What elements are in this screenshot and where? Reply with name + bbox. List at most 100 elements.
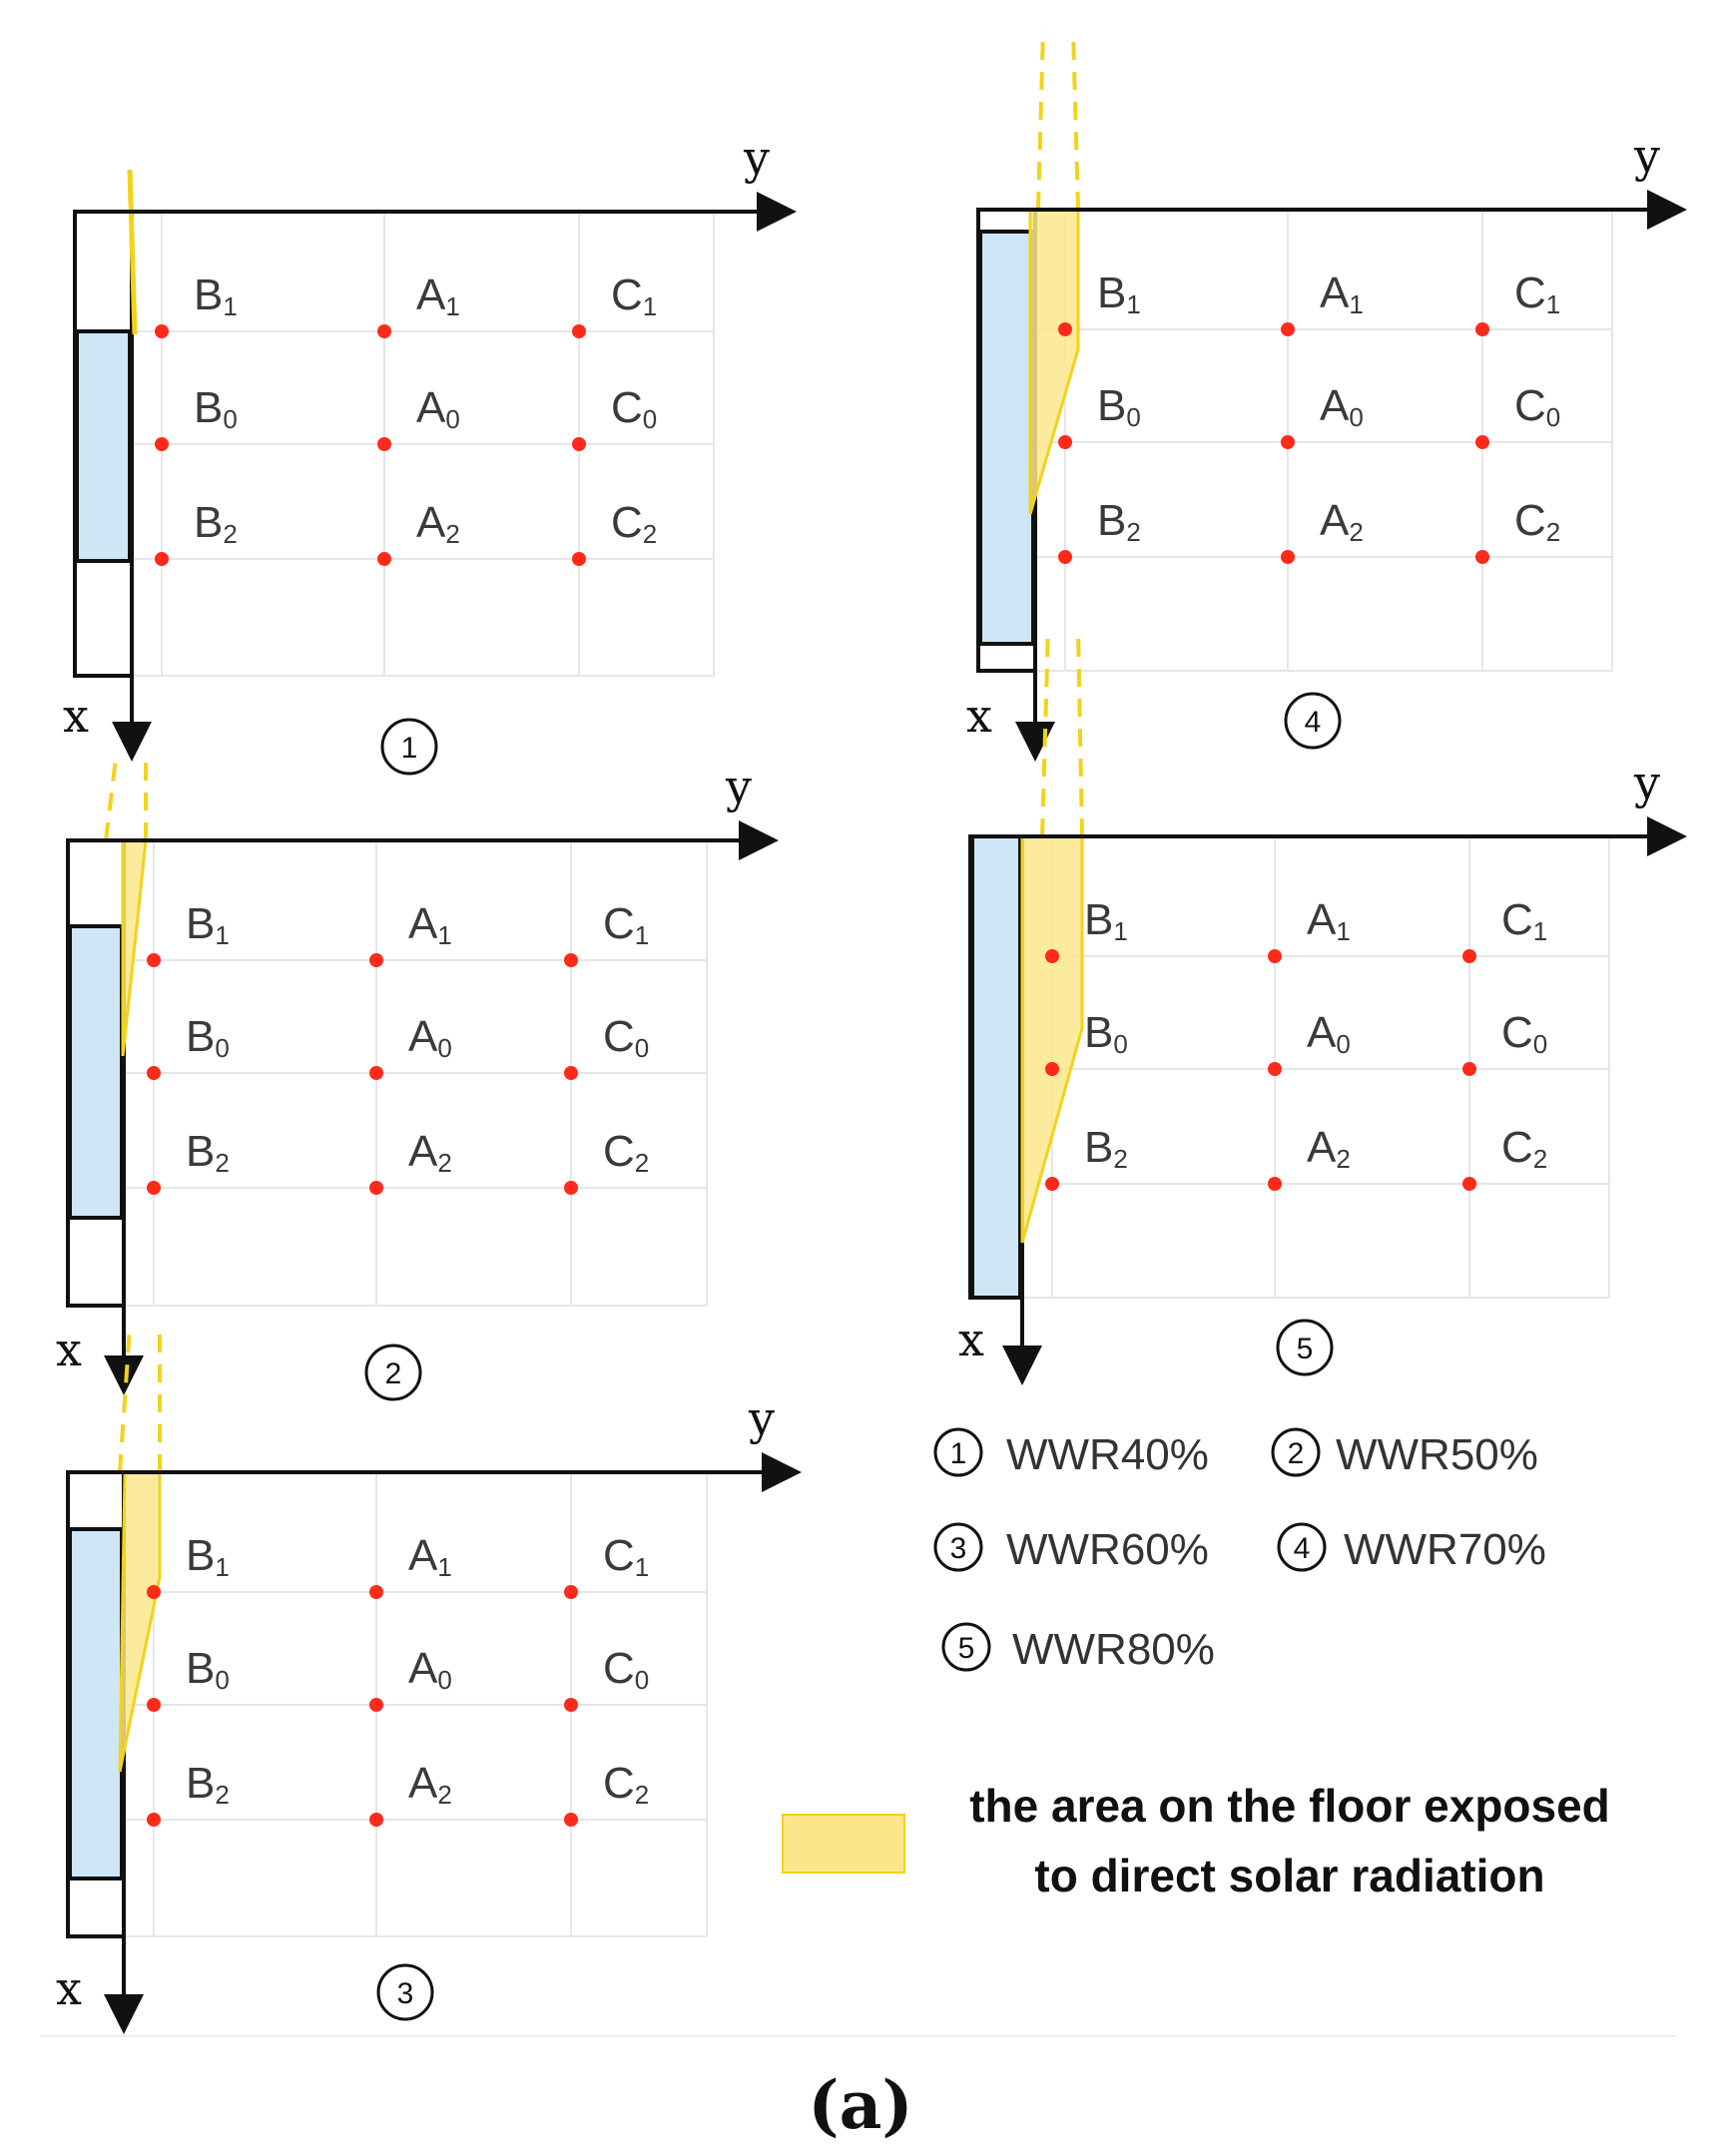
measurement-point [369, 1585, 383, 1599]
measurement-point [1045, 1177, 1059, 1191]
legend-wwr-label: WWR80% [1012, 1625, 1215, 1674]
window-glass [75, 329, 132, 563]
measurement-point [369, 1181, 383, 1195]
measurement-point [572, 437, 586, 451]
point-label-subscript: 2 [1126, 517, 1140, 547]
point-label-C0: C0 [1514, 381, 1560, 432]
point-label-B0: B0 [186, 1644, 230, 1695]
point-label-C0: C0 [1501, 1008, 1547, 1059]
point-label-subscript: 2 [1546, 517, 1560, 547]
point-label-subscript: 0 [215, 1665, 229, 1695]
point-label-subscript: 2 [643, 519, 657, 549]
point-label-subscript: 1 [1349, 289, 1363, 319]
point-label-subscript: 0 [1533, 1029, 1547, 1059]
sun-ray-line [127, 169, 138, 335]
sun-ray-dashed [1076, 628, 1084, 837]
sun-patch-area [121, 838, 148, 1057]
point-label-subscript: 0 [445, 404, 459, 434]
point-label-C1: C1 [1514, 269, 1560, 319]
point-label-B1: B1 [1084, 895, 1128, 946]
point-label-C1: C1 [603, 899, 649, 950]
point-label-C1: C1 [603, 1531, 649, 1582]
point-label-subscript: 2 [1336, 1144, 1350, 1174]
point-label-B1: B1 [1097, 269, 1141, 319]
measurement-point [369, 1813, 383, 1827]
sun-patch-area [1028, 208, 1080, 515]
measurement-point [564, 1585, 578, 1599]
sun-ray-dashed [104, 758, 118, 841]
point-label-A2: A2 [408, 1759, 452, 1810]
point-label-A1: A1 [1320, 269, 1364, 319]
circled-number-icon [941, 1622, 991, 1672]
point-label-subscript: 0 [1546, 402, 1560, 432]
sun-ray-dashed [1036, 29, 1045, 211]
point-label-subscript: 2 [635, 1780, 649, 1810]
point-label-subscript: 1 [635, 1552, 649, 1582]
measurement-point [1268, 1062, 1282, 1076]
point-label-subscript: 2 [1113, 1144, 1127, 1174]
legend-number: 3 [950, 1532, 967, 1565]
legend-wwr-label: WWR50% [1336, 1430, 1538, 1479]
circled-number-icon [380, 718, 438, 776]
point-label-B2: B2 [194, 498, 238, 549]
sun-patch-label-line1: the area on the floor exposed [969, 1780, 1610, 1832]
measurement-point [377, 437, 391, 451]
circled-number-icon [1284, 692, 1342, 750]
point-label-B2: B2 [186, 1759, 230, 1810]
point-label-subscript: 2 [1349, 517, 1363, 547]
figure-caption: (a) [808, 2066, 912, 2144]
point-label-subscript: 0 [635, 1665, 649, 1695]
point-label-subscript: 0 [1113, 1029, 1127, 1059]
x-axis-label: x [56, 1961, 82, 2015]
point-label-C0: C0 [603, 1644, 649, 1695]
panel-number: 3 [397, 1977, 414, 2010]
measurement-point [564, 1181, 578, 1195]
measurement-point [147, 1066, 161, 1080]
point-label-A2: A2 [416, 498, 460, 549]
point-label-subscript: 0 [215, 1033, 229, 1063]
y-axis-label: y [1633, 129, 1660, 183]
point-label-A1: A1 [416, 270, 460, 321]
measurement-point [155, 437, 169, 451]
measurement-point [377, 552, 391, 566]
point-label-subscript: 1 [1533, 916, 1547, 946]
point-label-B0: B0 [1097, 381, 1141, 432]
measurement-point [572, 552, 586, 566]
y-axis-label: y [1633, 756, 1660, 809]
point-label-B2: B2 [186, 1127, 230, 1178]
point-label-subscript: 1 [1546, 289, 1560, 319]
measurement-point [155, 552, 169, 566]
point-label-subscript: 0 [223, 404, 237, 434]
point-label-A0: A0 [1320, 381, 1364, 432]
point-label-subscript: 2 [1533, 1144, 1547, 1174]
measurement-point [1475, 322, 1489, 336]
panel-number: 5 [1297, 1333, 1314, 1365]
measurement-point [147, 1813, 161, 1827]
measurement-point [147, 1181, 161, 1195]
point-label-B0: B0 [186, 1012, 230, 1063]
point-label-B2: B2 [1084, 1123, 1128, 1174]
point-label-subscript: 0 [1336, 1029, 1350, 1059]
sun-patch-legend: the area on the floor exposed to direct … [782, 1780, 1610, 1901]
legend-item-2: 2 WWR50% [1271, 1427, 1538, 1479]
point-label-A0: A0 [408, 1644, 452, 1695]
point-label-subscript: 0 [643, 404, 657, 434]
legend-item-5: 5 WWR80% [941, 1622, 1215, 1674]
x-axis-label: x [958, 1313, 984, 1366]
sun-patch-label-line2: to direct solar radiation [1034, 1850, 1544, 1901]
measurement-point [369, 1698, 383, 1712]
point-label-subscript: 1 [223, 291, 237, 321]
measurement-point [1462, 949, 1476, 963]
legend-wwr-label: WWR40% [1006, 1430, 1209, 1479]
point-label-subscript: 1 [1336, 916, 1350, 946]
measurement-point [572, 324, 586, 338]
legend-number: 1 [950, 1437, 967, 1470]
y-axis-label: y [725, 760, 752, 813]
sun-ray-dashed [1071, 29, 1080, 211]
point-label-B0: B0 [1084, 1008, 1128, 1059]
point-label-subscript: 1 [437, 1552, 451, 1582]
circled-number-icon [1271, 1427, 1321, 1477]
